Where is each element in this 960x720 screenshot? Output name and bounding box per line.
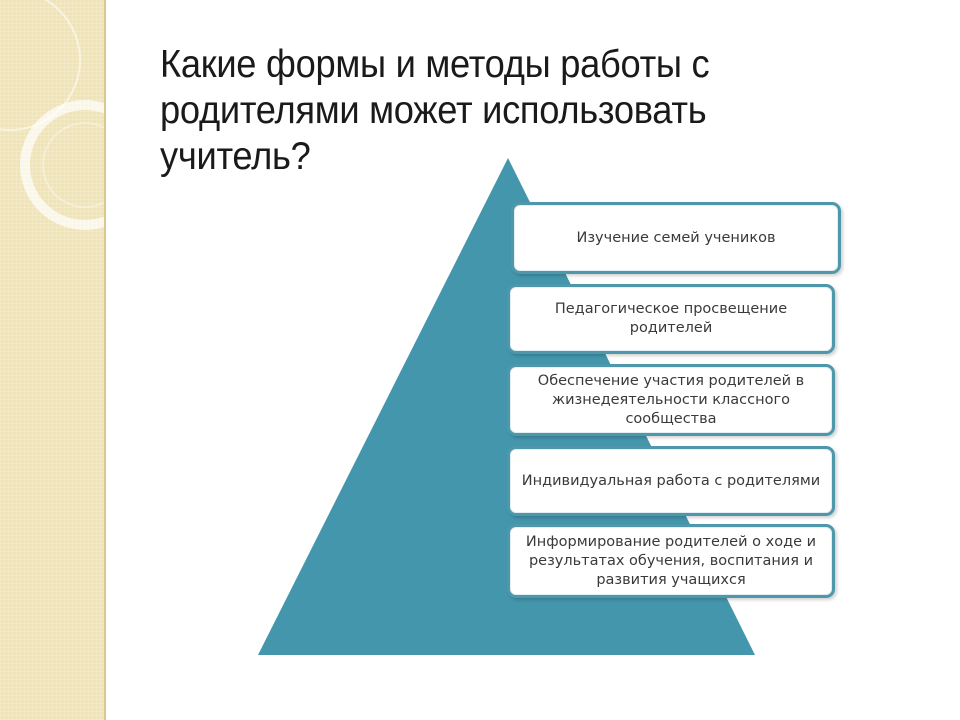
pyramid-item-label: Информирование родителей о ходе и резуль… — [525, 533, 817, 588]
pyramid-item: Индивидуальная работа с родителями — [507, 446, 835, 516]
pyramid-item-label: Изучение семей учеников — [576, 229, 776, 246]
pyramid-item: Педагогическое просвещение родителей — [507, 284, 835, 354]
page-title: Какие формы и методы работы с родителями… — [160, 43, 710, 178]
pyramid-item: Информирование родителей о ходе и резуль… — [507, 524, 835, 598]
pyramid-item-label: Обеспечение участия родителей в жизнедея… — [537, 372, 805, 427]
sidebar-ornament — [0, 0, 104, 230]
pyramid-item: Обеспечение участия родителей в жизнедея… — [507, 364, 835, 436]
pyramid-item-label: Педагогическое просвещение родителей — [554, 301, 788, 336]
pyramid-item: Изучение семей учеников — [511, 202, 841, 274]
pyramid-item-label: Индивидуальная работа с родителями — [521, 472, 821, 489]
decorative-sidebar — [0, 0, 106, 720]
